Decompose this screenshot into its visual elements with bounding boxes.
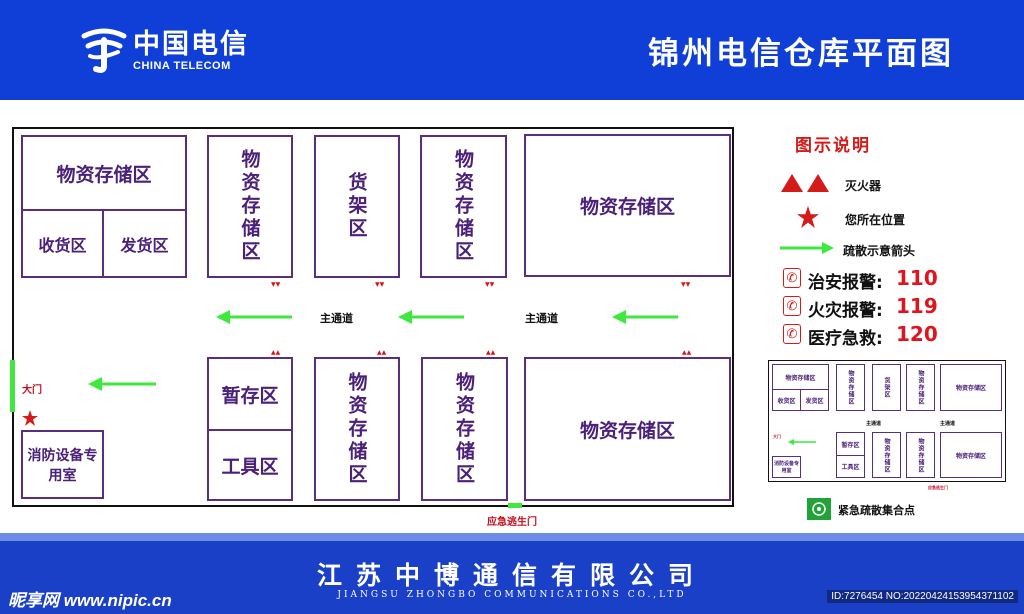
evacuation-arrow-icon [780,242,834,254]
door-mark: ▲▲ [681,281,691,288]
legend-extinguisher-label: 灭火器 [845,179,882,193]
watermark-id: ID:7276454 NO:20220424153954371102 [827,590,1018,603]
zone-fire-equipment-room: 消防设备专用室 [21,430,104,499]
door-mark: ▲▲ [682,349,692,356]
mini-zone-fire-room: 消防设备专用室 [772,456,801,478]
emergency-exit-marker [508,503,522,508]
floor-plan-outline [12,127,734,507]
mini-zone-receiving: 收货区 [772,389,801,411]
mini-aisle-label: 主通道 [866,421,882,427]
door-mark: ▲▲ [486,349,496,356]
door-mark: ▲▲ [485,281,495,288]
zone-tools: 工具区 [207,429,293,501]
mini-zone-shelves: 货架区 [872,364,901,411]
phone-number-police: 110 [896,266,938,290]
company-name-cn: 江苏中博通信有限公司 [316,561,707,590]
zone-bottom-col3-storage: 物资存储区 [314,357,400,501]
mini-zone-storage: 物资存储区 [772,364,829,390]
evacuation-arrow-icon [216,310,292,324]
assembly-point-icon [807,498,831,520]
footer-bar [0,533,1024,614]
main-aisle-label: 主通道 [525,312,558,325]
zone-bottom-right-storage: 物资存储区 [524,357,731,501]
emergency-exit-label: 应急逃生门 [487,517,537,528]
phone-icon: ✆ [783,268,801,288]
evacuation-arrow-icon [88,377,156,391]
door-mark: ▲▲ [375,281,385,288]
door-mark: ▲▲ [271,281,281,288]
watermark-site: 昵享网 www.nipic.cn [8,591,172,610]
mini-zone-storage: 物资存储区 [836,364,865,411]
mini-zone-shipping: 发货区 [800,389,829,411]
company-name-en: JIANGSU ZHONGBO COMMUNICATIONS CO.,LTD [337,590,687,600]
zone-top-col4-storage: 物资存储区 [420,135,507,278]
mini-map: 物资存储区 收货区 发货区 物资存储区 货架区 物资存储区 物资存储区 主通道 … [768,360,1006,490]
legend-evacuation-arrow-label: 疏散示意箭头 [843,244,916,258]
mini-zone-storage: 物资存储区 [906,364,935,411]
logo-text-cn: 中国电信 [133,29,249,60]
zone-shelves: 货架区 [314,135,400,278]
main-gate-label: 大门 [22,385,42,396]
main-aisle-label: 主通道 [320,312,353,325]
zone-bottom-col4-storage: 物资存储区 [421,357,508,501]
mini-aisle-label: 主通道 [940,421,956,427]
mini-zone-temp: 暂存区 [836,432,865,456]
you-are-here-star-icon [22,410,38,426]
footer-stripe [0,533,1024,541]
zone-top-left-storage: 物资存储区 [21,135,187,211]
legend-title: 图示说明 [795,136,871,156]
phone-label-fire: 火灾报警: [808,301,883,321]
zone-top-right-storage: 物资存储区 [524,134,731,277]
mini-zone-tools: 工具区 [836,455,865,478]
assembly-point-label: 紧急疏散集合点 [838,504,915,517]
zone-shipping: 发货区 [102,209,187,278]
phone-label-police: 治安报警: [808,273,883,293]
mini-zone-storage: 物资存储区 [940,432,1002,478]
logo-text-en: CHINA TELECOM [133,60,231,72]
main-gate-marker [10,360,15,412]
you-are-here-star-icon [797,206,819,228]
phone-icon: ✆ [783,324,801,344]
phone-number-fire: 119 [896,294,938,318]
mini-exit-label: 应急逃生门 [928,485,948,490]
china-telecom-logo-icon [81,28,127,73]
evacuation-arrow-icon [788,439,816,445]
mini-zone-storage: 物资存储区 [872,432,901,478]
mini-zone-storage: 物资存储区 [940,364,1002,411]
phone-label-medical: 医疗急救: [808,329,883,349]
mini-map-outline [768,360,1006,482]
evacuation-arrow-icon [398,310,464,324]
mini-zone-storage: 物资存储区 [906,432,935,478]
zone-temp-storage: 暂存区 [207,357,293,431]
mini-main-gate-label: 大门 [773,434,781,439]
header-bar [0,0,1024,100]
door-mark: ▲▲ [377,349,387,356]
evacuation-arrow-icon [612,310,678,324]
phone-number-medical: 120 [896,322,938,346]
zone-receiving: 收货区 [21,209,104,278]
fire-extinguisher-icon [781,174,829,192]
phone-icon: ✆ [783,296,801,316]
door-mark: ▲▲ [271,349,281,356]
zone-top-col2-storage: 物资存储区 [207,135,293,278]
legend-you-are-here-label: 您所在位置 [845,213,906,227]
page-title: 锦州电信仓库平面图 [648,36,954,72]
